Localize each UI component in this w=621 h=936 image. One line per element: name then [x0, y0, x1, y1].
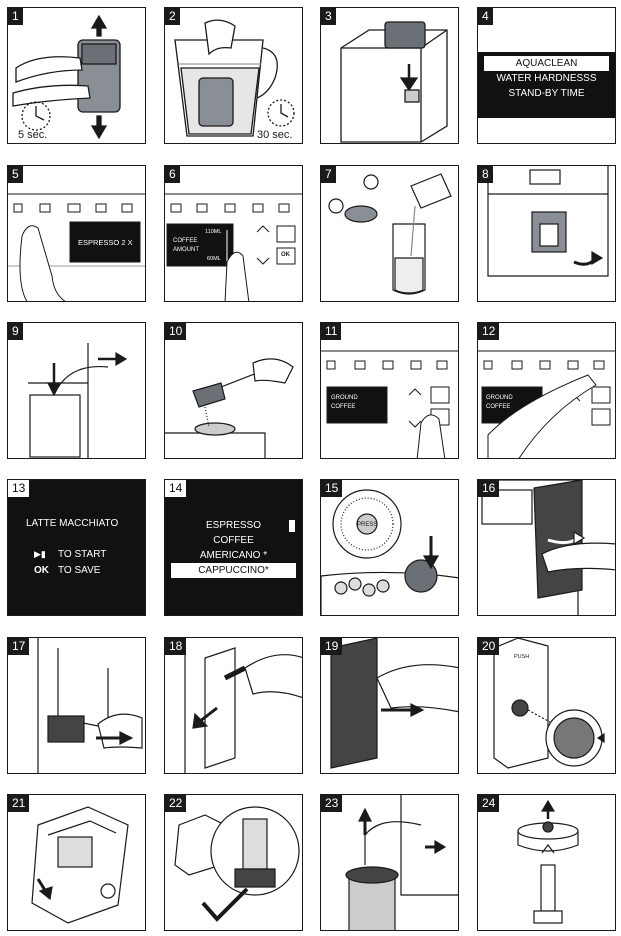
- insert-filter-tank-illustration: [321, 8, 458, 143]
- step-number: 21: [8, 795, 30, 812]
- step-panel-8: 8: [477, 165, 616, 302]
- step-panel-6: 6 COFFEE AMOUNT 110ML 60ML OK: [164, 165, 303, 302]
- step-panel-12: 12 GROUND COFFEE: [477, 322, 616, 459]
- menu-item-americano: AMERICANO *: [199, 550, 268, 561]
- start-icon: ▶▮: [34, 549, 46, 559]
- amount-label: AMOUNT: [173, 247, 199, 253]
- step-panel-21: 21: [7, 794, 146, 931]
- step-panel-4: 4 AQUACLEAN WATER HARDNESSS STAND-BY TIM…: [477, 7, 616, 144]
- water-filter-soak-illustration: [8, 8, 145, 143]
- ok-label: OK: [34, 565, 49, 576]
- add-ground-coffee-illustration: [165, 323, 302, 458]
- step-number: 9: [8, 323, 23, 340]
- pull-brew-group-illustration: [321, 638, 458, 773]
- drink-list-display: ESPRESSO COFFEE AMERICANO * CAPPUCCINO*: [165, 518, 302, 578]
- filter-in-jug-illustration: [165, 8, 302, 143]
- ok-button[interactable]: OK: [281, 252, 290, 258]
- step-number: 14: [165, 480, 187, 497]
- ground-label: GROUND: [486, 395, 513, 401]
- milk-carafe-fill-illustration: [321, 166, 458, 301]
- grinder-dial-illustration: [321, 480, 458, 615]
- to-save-label: TO SAVE: [58, 565, 101, 576]
- step-panel-14: 14 ESPRESSO COFFEE AMERICANO * CAPPUCCIN…: [164, 479, 303, 616]
- step-panel-1: 1 5 sec.: [7, 7, 146, 144]
- menu-item-cappuccino: CAPPUCCINO*: [171, 563, 296, 578]
- step-panel-9: 9: [7, 322, 146, 459]
- menu-item-coffee: COFFEE: [213, 535, 254, 546]
- step-number: 4: [478, 8, 493, 25]
- coffee-amount-panel-illustration: [165, 166, 302, 301]
- step-number: 8: [478, 166, 493, 183]
- step-number: 19: [321, 638, 343, 655]
- step-number: 13: [8, 480, 30, 497]
- open-service-door-illustration: [478, 480, 615, 615]
- step-panel-11: 11 GROUND COFFEE: [320, 322, 459, 459]
- to-start-label: TO START: [58, 549, 107, 560]
- step-panel-13: 13 LATTE MACCHIATO ▶▮ TO START OK TO SAV…: [7, 479, 146, 616]
- menu-item-aquaclean: AQUACLEAN: [484, 56, 609, 71]
- step-number: 15: [321, 480, 343, 497]
- step-number: 2: [165, 8, 180, 25]
- remove-milk-module-illustration: [478, 166, 615, 301]
- remove-milk-carafe-tube-illustration: [321, 795, 458, 930]
- step-number: 24: [478, 795, 500, 812]
- settings-menu-display: AQUACLEAN WATER HARDNESSS STAND-BY TIME: [478, 52, 615, 118]
- step-number: 11: [321, 323, 342, 340]
- step-number: 20: [478, 638, 500, 655]
- step-number: 16: [478, 480, 500, 497]
- milk-tube-disassembly-illustration: [478, 795, 615, 930]
- step-number: 22: [165, 795, 187, 812]
- coffee-label: COFFEE: [331, 404, 356, 410]
- menu-item-espresso: ESPRESSO: [205, 520, 262, 531]
- timer-label: 30 sec.: [257, 129, 293, 141]
- timer-label: 5 sec.: [18, 129, 48, 141]
- max-amount-label: 110ML: [205, 229, 222, 235]
- step-panel-16: 16: [477, 479, 616, 616]
- ground-label: GROUND: [331, 395, 358, 401]
- step-number: 10: [165, 323, 187, 340]
- step-panel-23: 23: [320, 794, 459, 931]
- ground-coffee-panel-illustration: [321, 323, 458, 458]
- step-panel-19: 19: [320, 637, 459, 774]
- step-panel-3: 3: [320, 7, 459, 144]
- step-panel-15: 15 PRESS: [320, 479, 459, 616]
- step-number: 7: [321, 166, 336, 183]
- step-panel-18: 18: [164, 637, 303, 774]
- step-number: 18: [165, 638, 187, 655]
- brew-group-check-illustration: [165, 795, 302, 930]
- step-panel-7: 7: [320, 165, 459, 302]
- step-panel-22: 22: [164, 794, 303, 931]
- brew-group-handle-illustration: [165, 638, 302, 773]
- push-label: PUSH: [514, 654, 530, 660]
- drink-title: LATTE MACCHIATO: [26, 518, 119, 529]
- drink-selection-panel-illustration: [8, 166, 145, 301]
- step-number: 1: [8, 8, 23, 25]
- step-number: 3: [321, 8, 336, 25]
- press-label: PRESS: [357, 522, 378, 528]
- scrollbar-indicator: [289, 520, 295, 532]
- push-button-closeup-illustration: [478, 638, 615, 773]
- step-number: 12: [478, 323, 500, 340]
- step-number: 17: [8, 638, 30, 655]
- step-number: 6: [165, 166, 180, 183]
- step-number: 5: [8, 166, 23, 183]
- coffee-label: COFFEE: [173, 238, 198, 244]
- step-panel-17: 17: [7, 637, 146, 774]
- menu-item-water-hardness: WATER HARDNESSS: [496, 73, 597, 84]
- coffee-label: COFFEE: [486, 404, 511, 410]
- screen-espresso-label: ESPRESSO 2 X: [78, 238, 133, 247]
- step-number: 23: [321, 795, 343, 812]
- step-panel-24: 24: [477, 794, 616, 931]
- step-panel-10: 10: [164, 322, 303, 459]
- remove-drip-tray-illustration: [8, 638, 145, 773]
- step-panel-2: 2 30 sec.: [164, 7, 303, 144]
- step-panel-5: 5 ESPRESSO 2 X: [7, 165, 146, 302]
- ground-coffee-confirm-illustration: [478, 323, 615, 458]
- step-panel-20: 20 PUSH: [477, 637, 616, 774]
- brew-group-detail-illustration: [8, 795, 145, 930]
- connect-milk-tube-illustration: [8, 323, 145, 458]
- min-amount-label: 60ML: [207, 256, 221, 262]
- menu-item-standby-time: STAND-BY TIME: [508, 88, 585, 99]
